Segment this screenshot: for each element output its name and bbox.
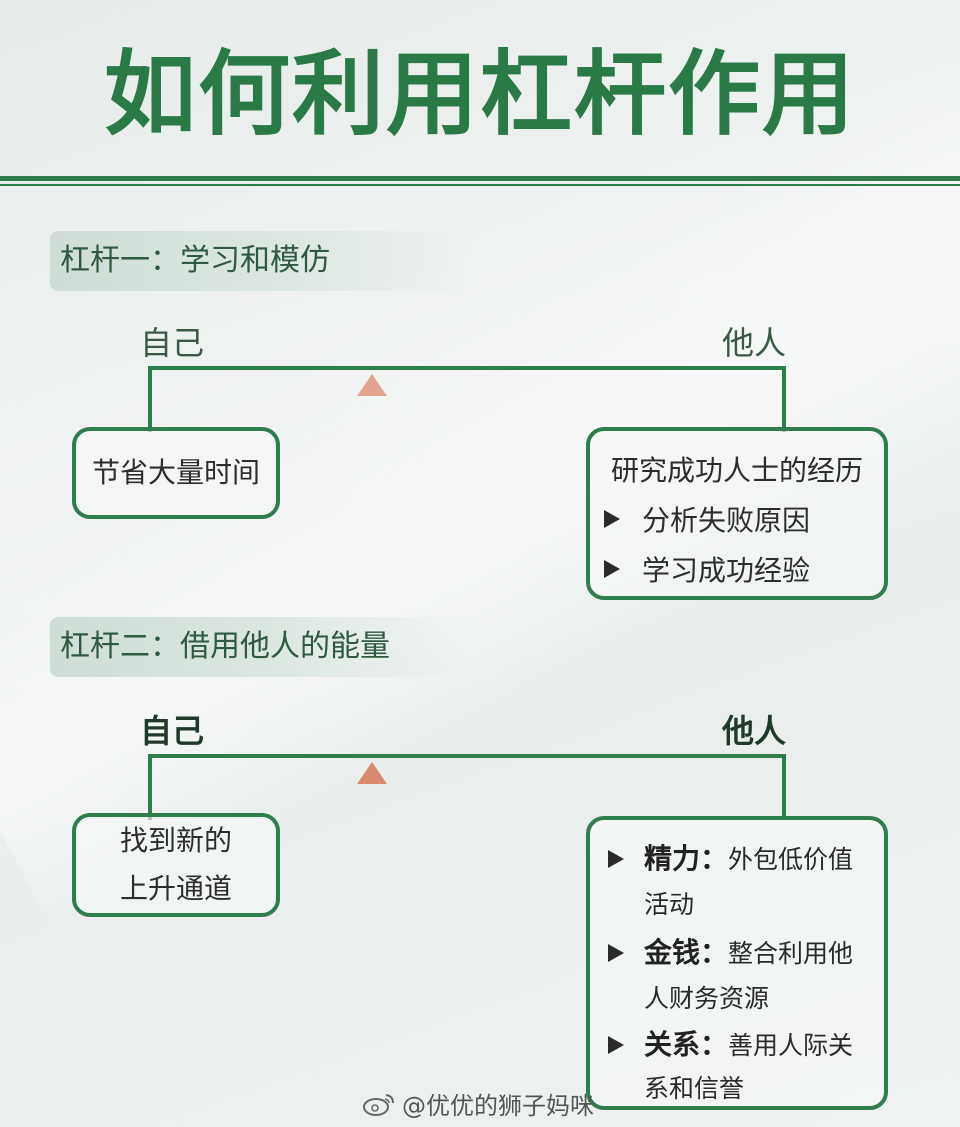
triangle-arrow-icon — [604, 510, 620, 528]
others-box-1-title: 研究成功人士的经历 — [610, 454, 863, 487]
triangle-arrow-icon — [608, 1036, 624, 1054]
bullet-text: 分析失败原因 — [642, 504, 811, 537]
energy-line-1: 外包低价值 — [728, 845, 854, 874]
triangle-arrow-icon — [608, 944, 624, 962]
bullet-item-2: 学习成功经验 — [604, 549, 810, 589]
relations-item: 关系：善用人际关 — [644, 1022, 853, 1069]
triangle-arrow-icon — [608, 850, 624, 868]
watermark: @优优的狮子妈咪 — [362, 1086, 594, 1121]
money-key: 金钱： — [644, 936, 729, 969]
relations-key: 关系： — [644, 1028, 729, 1061]
relations-line-1: 善用人际关 — [728, 1031, 854, 1060]
page-title: 如何利用杠杆作用 — [103, 41, 856, 148]
title-divider-thin — [0, 184, 960, 186]
watermark-text: @优优的狮子妈咪 — [402, 1092, 594, 1120]
bullet-item-1: 分析失败原因 — [604, 499, 810, 539]
self-label-1: 自己 — [140, 324, 205, 362]
lever-beam-1 — [148, 366, 786, 432]
self-label-2: 自己 — [140, 712, 205, 750]
money-line-2: 人财务资源 — [644, 984, 770, 1013]
relations-line-2: 系和信誉 — [644, 1074, 745, 1103]
self-box-2-line-2: 上升通道 — [119, 872, 232, 905]
fulcrum-2 — [357, 762, 387, 784]
others-box-2: 精力：外包低价值 活动 金钱：整合利用他 人财务资源 关系：善用人际关 系和信誉 — [586, 816, 888, 1110]
bullet-text: 学习成功经验 — [642, 554, 811, 587]
self-box-2-line-1: 找到新的 — [119, 824, 232, 857]
weibo-icon — [363, 1093, 394, 1116]
others-box-1: 研究成功人士的经历 分析失败原因 学习成功经验 — [586, 427, 888, 600]
self-box-1: 节省大量时间 — [72, 427, 280, 519]
energy-line-2: 活动 — [644, 890, 695, 919]
energy-key: 精力： — [644, 842, 729, 875]
lever-beam-2 — [148, 754, 786, 820]
money-line-1: 整合利用他 — [728, 939, 854, 968]
fulcrum-1 — [357, 374, 387, 396]
energy-item: 精力：外包低价值 — [644, 836, 853, 883]
section-label-1: 杠杆一：学习和模仿 — [50, 231, 470, 291]
section-label-2: 杠杆二：借用他人的能量 — [50, 617, 470, 677]
triangle-arrow-icon — [604, 560, 620, 578]
money-item: 金钱：整合利用他 — [644, 930, 853, 977]
title-divider — [0, 176, 960, 181]
others-label-1: 他人 — [722, 324, 787, 362]
self-box-1-text: 节省大量时间 — [91, 456, 260, 489]
self-box-2: 找到新的 上升通道 — [72, 813, 280, 917]
others-label-2: 他人 — [722, 712, 787, 750]
